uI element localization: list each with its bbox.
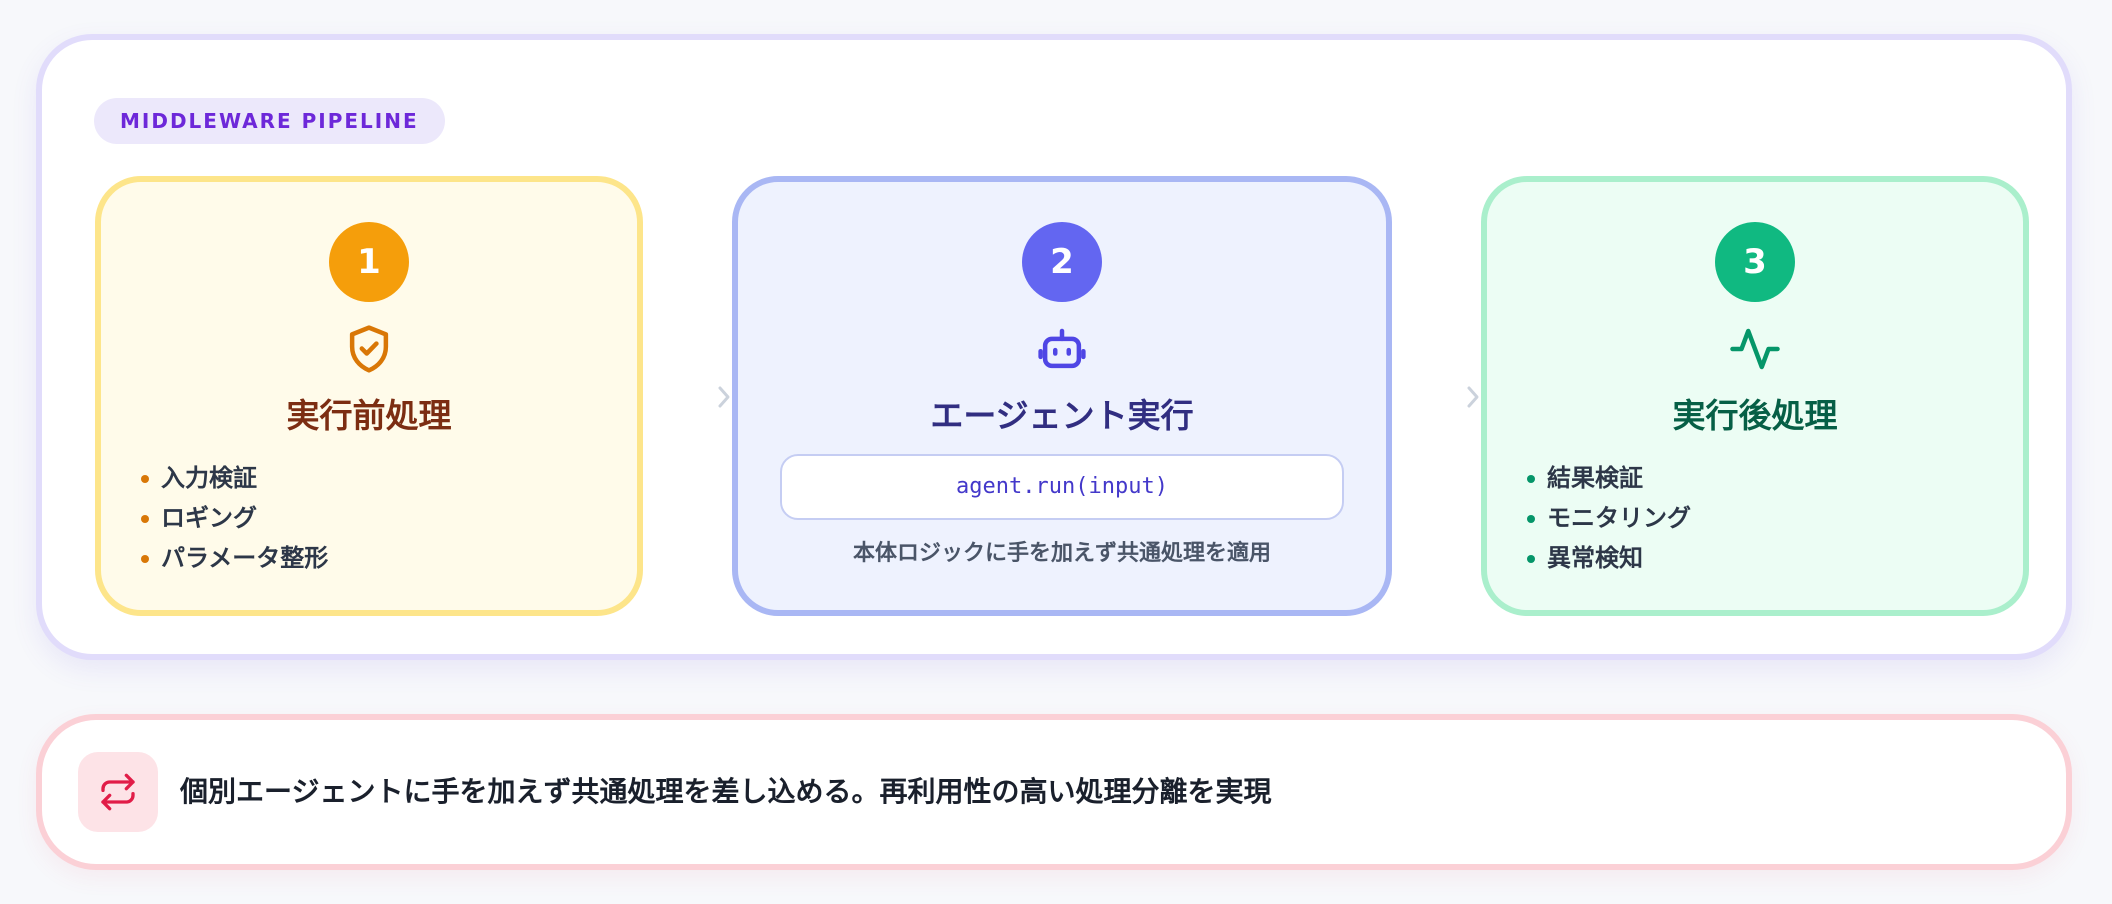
- stage-task-list: 結果検証 モニタリング 異常検知: [1527, 458, 1691, 578]
- stage-title: 実行前処理: [286, 396, 452, 435]
- stage-title: 実行後処理: [1672, 396, 1838, 435]
- swap-arrows-icon: [78, 752, 158, 832]
- list-item: モニタリング: [1527, 498, 1691, 538]
- stage-description: 本体ロジックに手を加えず共通処理を適用: [852, 541, 1271, 566]
- step-number-badge: 1: [329, 222, 409, 302]
- chevron-right-icon: [712, 380, 736, 414]
- stage-title: エージェント実行: [930, 396, 1194, 435]
- summary-text: 個別エージェントに手を加えず共通処理を差し込める。再利用性の高い処理分離を実現: [180, 775, 1272, 808]
- code-snippet: agent.run(input): [780, 454, 1344, 520]
- list-item: 入力検証: [141, 458, 328, 498]
- stage-agent-execution: 2 エージェント実行 agent.run(input) 本体ロジックに手を加えず…: [732, 176, 1392, 616]
- shield-check-icon: [342, 322, 396, 376]
- list-item: パラメータ整形: [141, 538, 328, 578]
- middleware-pipeline-panel: MIDDLEWARE PIPELINE 1 実行前処理 入力検証 ロギング パラ…: [36, 34, 2072, 660]
- stage-task-list: 入力検証 ロギング パラメータ整形: [141, 458, 328, 578]
- step-number-badge: 2: [1022, 222, 1102, 302]
- list-item: 結果検証: [1527, 458, 1691, 498]
- stage-pre-processing: 1 実行前処理 入力検証 ロギング パラメータ整形: [95, 176, 643, 616]
- pipeline-label: MIDDLEWARE PIPELINE: [94, 98, 445, 144]
- activity-pulse-icon: [1728, 322, 1782, 376]
- step-number-badge: 3: [1715, 222, 1795, 302]
- robot-icon: [1035, 322, 1089, 376]
- stage-post-processing: 3 実行後処理 結果検証 モニタリング 異常検知: [1481, 176, 2029, 616]
- summary-callout: 個別エージェントに手を加えず共通処理を差し込める。再利用性の高い処理分離を実現: [36, 714, 2072, 870]
- list-item: ロギング: [141, 498, 328, 538]
- list-item: 異常検知: [1527, 538, 1691, 578]
- chevron-right-icon: [1461, 380, 1485, 414]
